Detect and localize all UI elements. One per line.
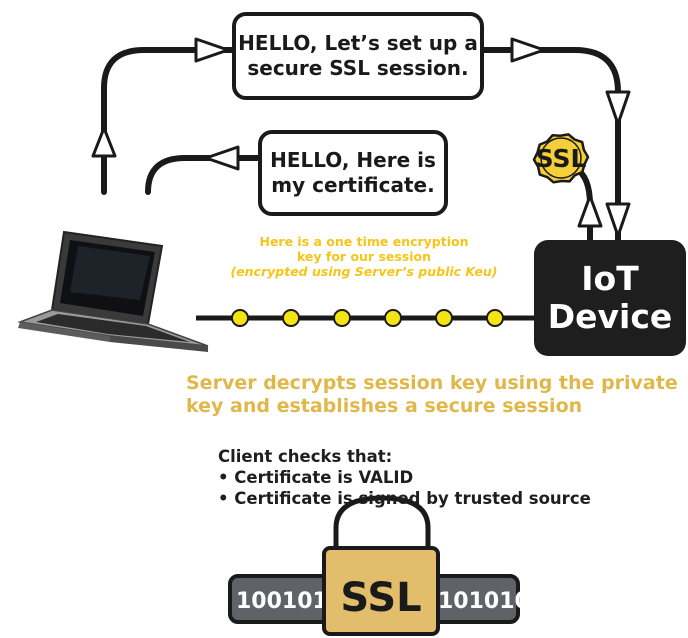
key-dot (333, 309, 351, 327)
client-check-item: • Certificate is VALID (218, 468, 414, 487)
key-dot (384, 309, 402, 327)
client-hello-text: HELLO, Let’s set up a secure SSL session… (238, 31, 478, 80)
client-check-item: • Certificate is signed by trusted sourc… (218, 489, 591, 508)
key-dot (435, 309, 453, 327)
client-hello-path (101, 47, 235, 195)
lock-left-bits: 100101 (236, 589, 328, 614)
client-checks-heading: Client checks that: (218, 447, 393, 466)
arrowhead-right-2 (510, 37, 546, 63)
server-hello-text: HELLO, Here is my certificate. (270, 148, 436, 197)
arrowhead-left-1 (204, 145, 240, 171)
iot-device-label: IoT Device (547, 259, 673, 336)
arrowhead-up-2 (577, 194, 603, 228)
arrowheads (91, 37, 631, 238)
client-hello-to-device-path (481, 47, 621, 243)
server-decrypt-note: Server decrypts session key using the pr… (186, 372, 686, 418)
key-dots (231, 309, 504, 327)
client-checks: Client checks that: • Certificate is VAL… (218, 446, 678, 509)
key-dot (486, 309, 504, 327)
key-exchange-line (196, 309, 536, 327)
certificate-return-path (145, 155, 261, 195)
arrowhead-right-1 (194, 37, 230, 63)
laptop-icon (17, 230, 209, 352)
arrowhead-up-1 (91, 126, 117, 158)
arrowhead-down-2 (605, 202, 631, 238)
ssl-seal-label: SSL (536, 144, 587, 173)
arrowhead-down-1 (605, 90, 631, 126)
server-note-line-2: key and establishes a secure session (186, 395, 583, 417)
server-hello-bubble: HELLO, Here is my certificate. (258, 130, 448, 216)
iot-device-box: IoT Device (534, 240, 686, 356)
key-exchange-line-3: (encrypted using Server’s public Keu) (230, 264, 498, 279)
lock-shackle (333, 495, 431, 555)
key-exchange-line-2: key for our session (296, 249, 432, 264)
key-exchange-caption: Here is a one time encryption key for ou… (214, 234, 514, 279)
ssl-lock-icon: 100101 101010 SSL (228, 495, 530, 636)
key-exchange-line-1: Here is a one time encryption (259, 234, 469, 249)
server-note-line-1: Server decrypts session key using the pr… (186, 372, 678, 394)
key-dot (231, 309, 249, 327)
lock-body (322, 546, 440, 636)
client-hello-bubble: HELLO, Let’s set up a secure SSL session… (232, 12, 484, 100)
key-dot (282, 309, 300, 327)
ssl-seal-icon: SSL (532, 133, 590, 184)
lock-label: SSL (340, 575, 421, 621)
lock-right-bits: 101010 (438, 589, 530, 614)
